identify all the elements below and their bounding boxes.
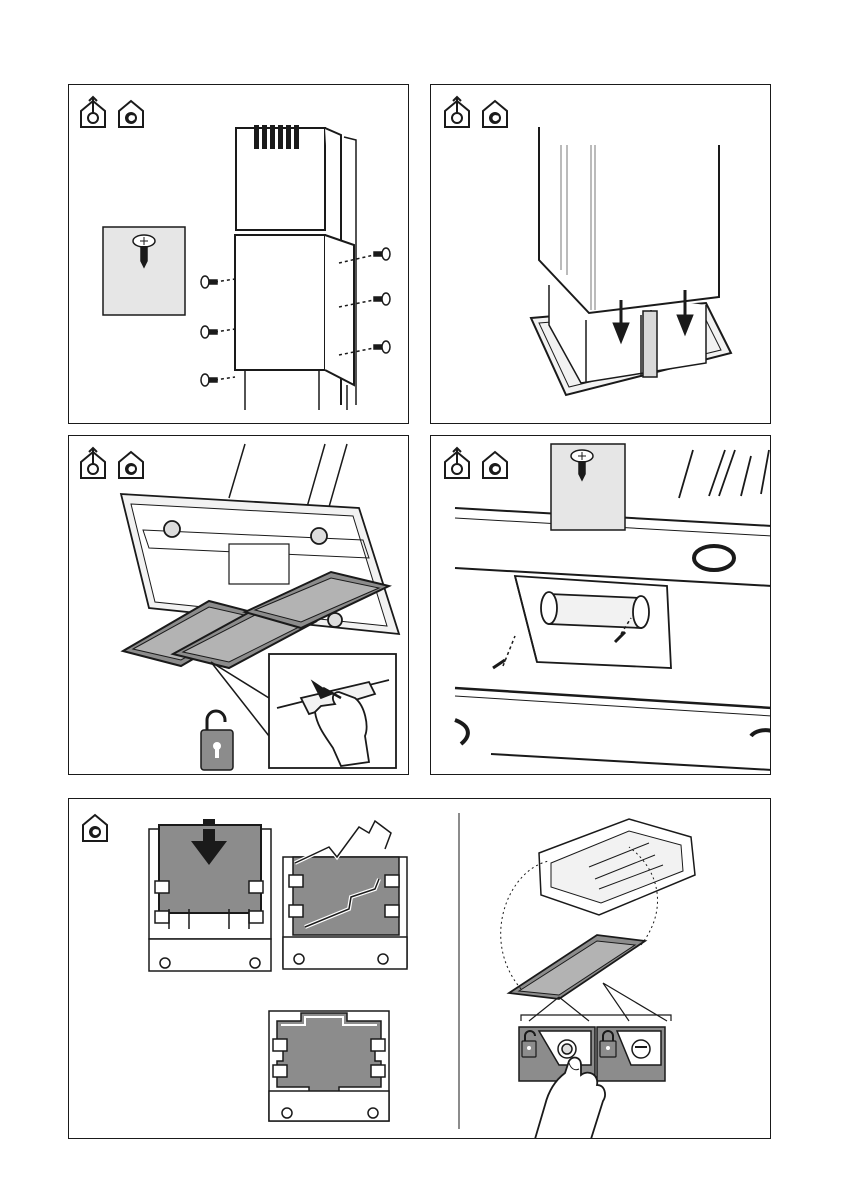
ducted-extraction-house-icon <box>445 448 469 478</box>
ducted-extraction-house-icon <box>81 448 105 478</box>
chimney-cover <box>539 127 719 313</box>
motor-fixing-diagram <box>431 436 771 775</box>
carbon-filter-fitted <box>269 1011 389 1121</box>
left-fixing-screws <box>201 276 235 386</box>
lower-chimney <box>235 235 354 410</box>
recirculation-house-icon <box>119 101 143 127</box>
step-chimney-screw-fixing <box>68 84 409 424</box>
ducted-extraction-house-icon <box>445 97 469 127</box>
motor-bay <box>515 576 671 668</box>
chimney-lowering-diagram <box>431 85 771 424</box>
recirculation-house-icon <box>483 452 507 478</box>
chimney-fixing-diagram <box>69 85 409 424</box>
padlock-open-icon <box>201 711 233 770</box>
step-fit-carbon-filters <box>68 798 771 1139</box>
filter-panel-open <box>509 935 645 999</box>
recirculation-house-icon <box>119 452 143 478</box>
recirculation-house-icon <box>483 101 507 127</box>
recirculation-house-icon <box>83 815 107 841</box>
hood-underside <box>539 819 695 915</box>
grease-filter-removal-diagram <box>69 436 409 775</box>
carbon-filter-clip <box>283 821 407 969</box>
step-fix-motor-screws <box>430 435 771 775</box>
step-remove-grease-filters <box>68 435 409 775</box>
ducted-extraction-house-icon <box>81 97 105 127</box>
step-lower-chimney <box>430 84 771 424</box>
carbon-filter-fitting-diagram <box>69 799 771 1139</box>
